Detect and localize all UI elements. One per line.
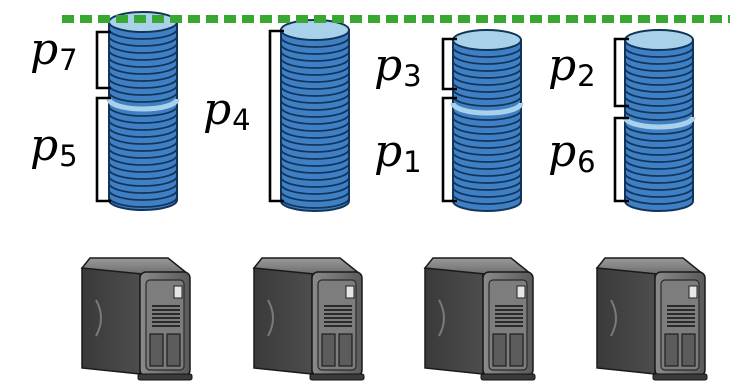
partition-label-p6: p6: [548, 126, 596, 179]
disk-stacks: [106, 11, 696, 212]
disk-stack-2: [280, 19, 350, 212]
server-tower-icon: [423, 257, 536, 381]
partition-bracket: [613, 37, 629, 108]
disk-stack-3: [450, 29, 524, 212]
partition-brackets: [95, 29, 629, 203]
partition-bracket: [268, 29, 284, 203]
servers: [80, 257, 708, 381]
partition-bracket: [95, 96, 111, 203]
partition-label-p2: p2: [548, 40, 596, 93]
partition-label-p4: p4: [203, 84, 251, 137]
partition-label-p3: p3: [374, 40, 422, 93]
partition-label-p1: p1: [374, 126, 422, 179]
partition-bracket: [95, 30, 111, 90]
disk-stack-4: [622, 29, 696, 212]
disk-stack-1: [106, 11, 180, 211]
server-tower-icon: [252, 257, 365, 381]
partition-bracket: [441, 96, 457, 203]
partition-bracket: [613, 116, 629, 203]
partition-label-p5: p5: [30, 120, 78, 173]
partition-bracket: [441, 37, 457, 91]
server-tower-icon: [80, 257, 193, 381]
server-tower-icon: [595, 257, 708, 381]
partition-label-p7: p7: [30, 24, 78, 77]
